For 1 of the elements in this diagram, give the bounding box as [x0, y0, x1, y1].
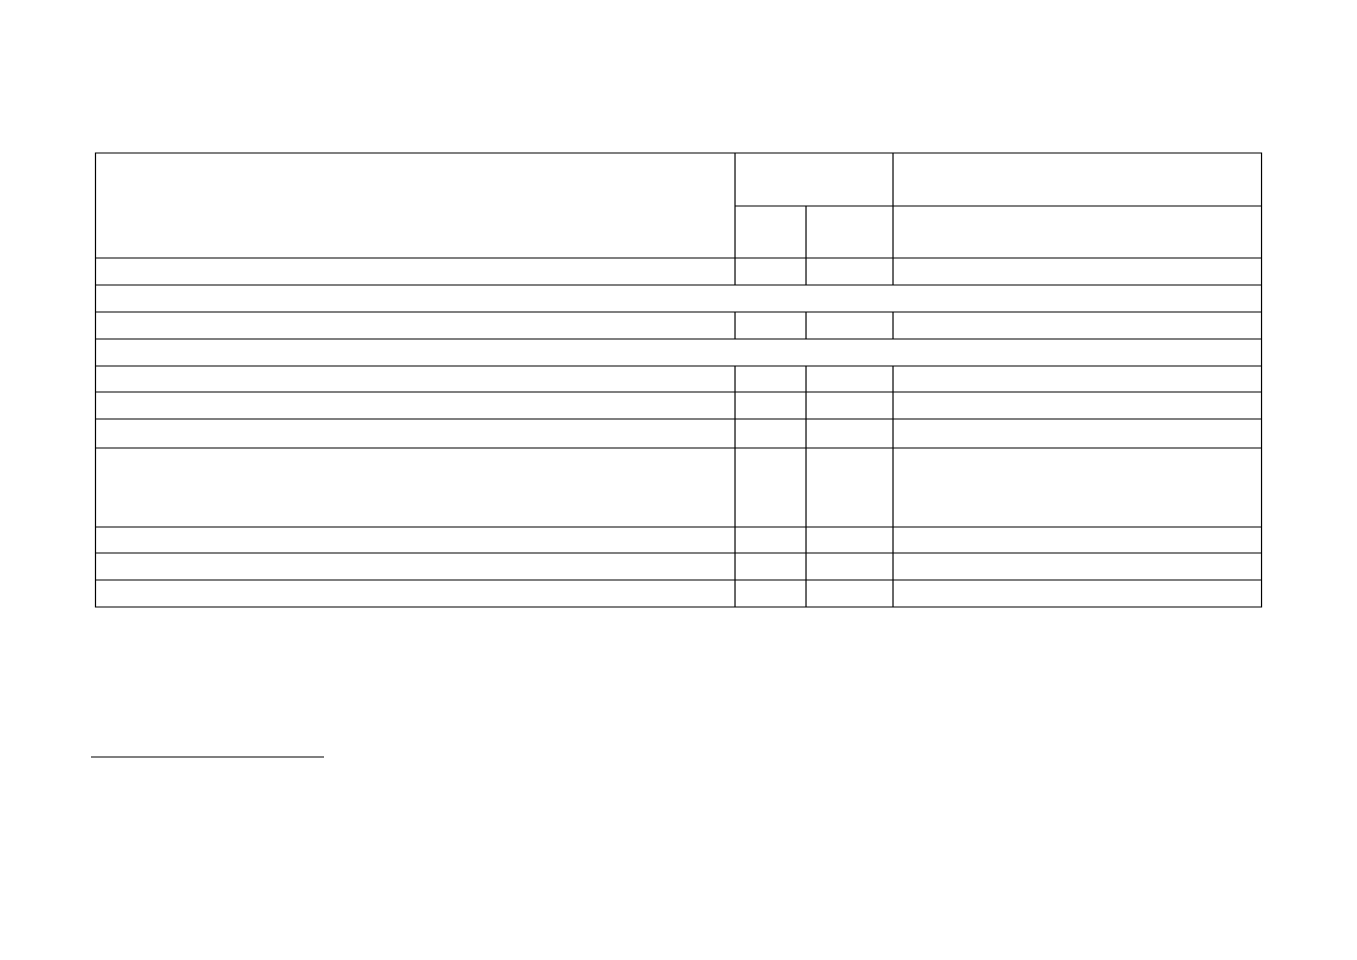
- table-frame: [94, 152, 1263, 608]
